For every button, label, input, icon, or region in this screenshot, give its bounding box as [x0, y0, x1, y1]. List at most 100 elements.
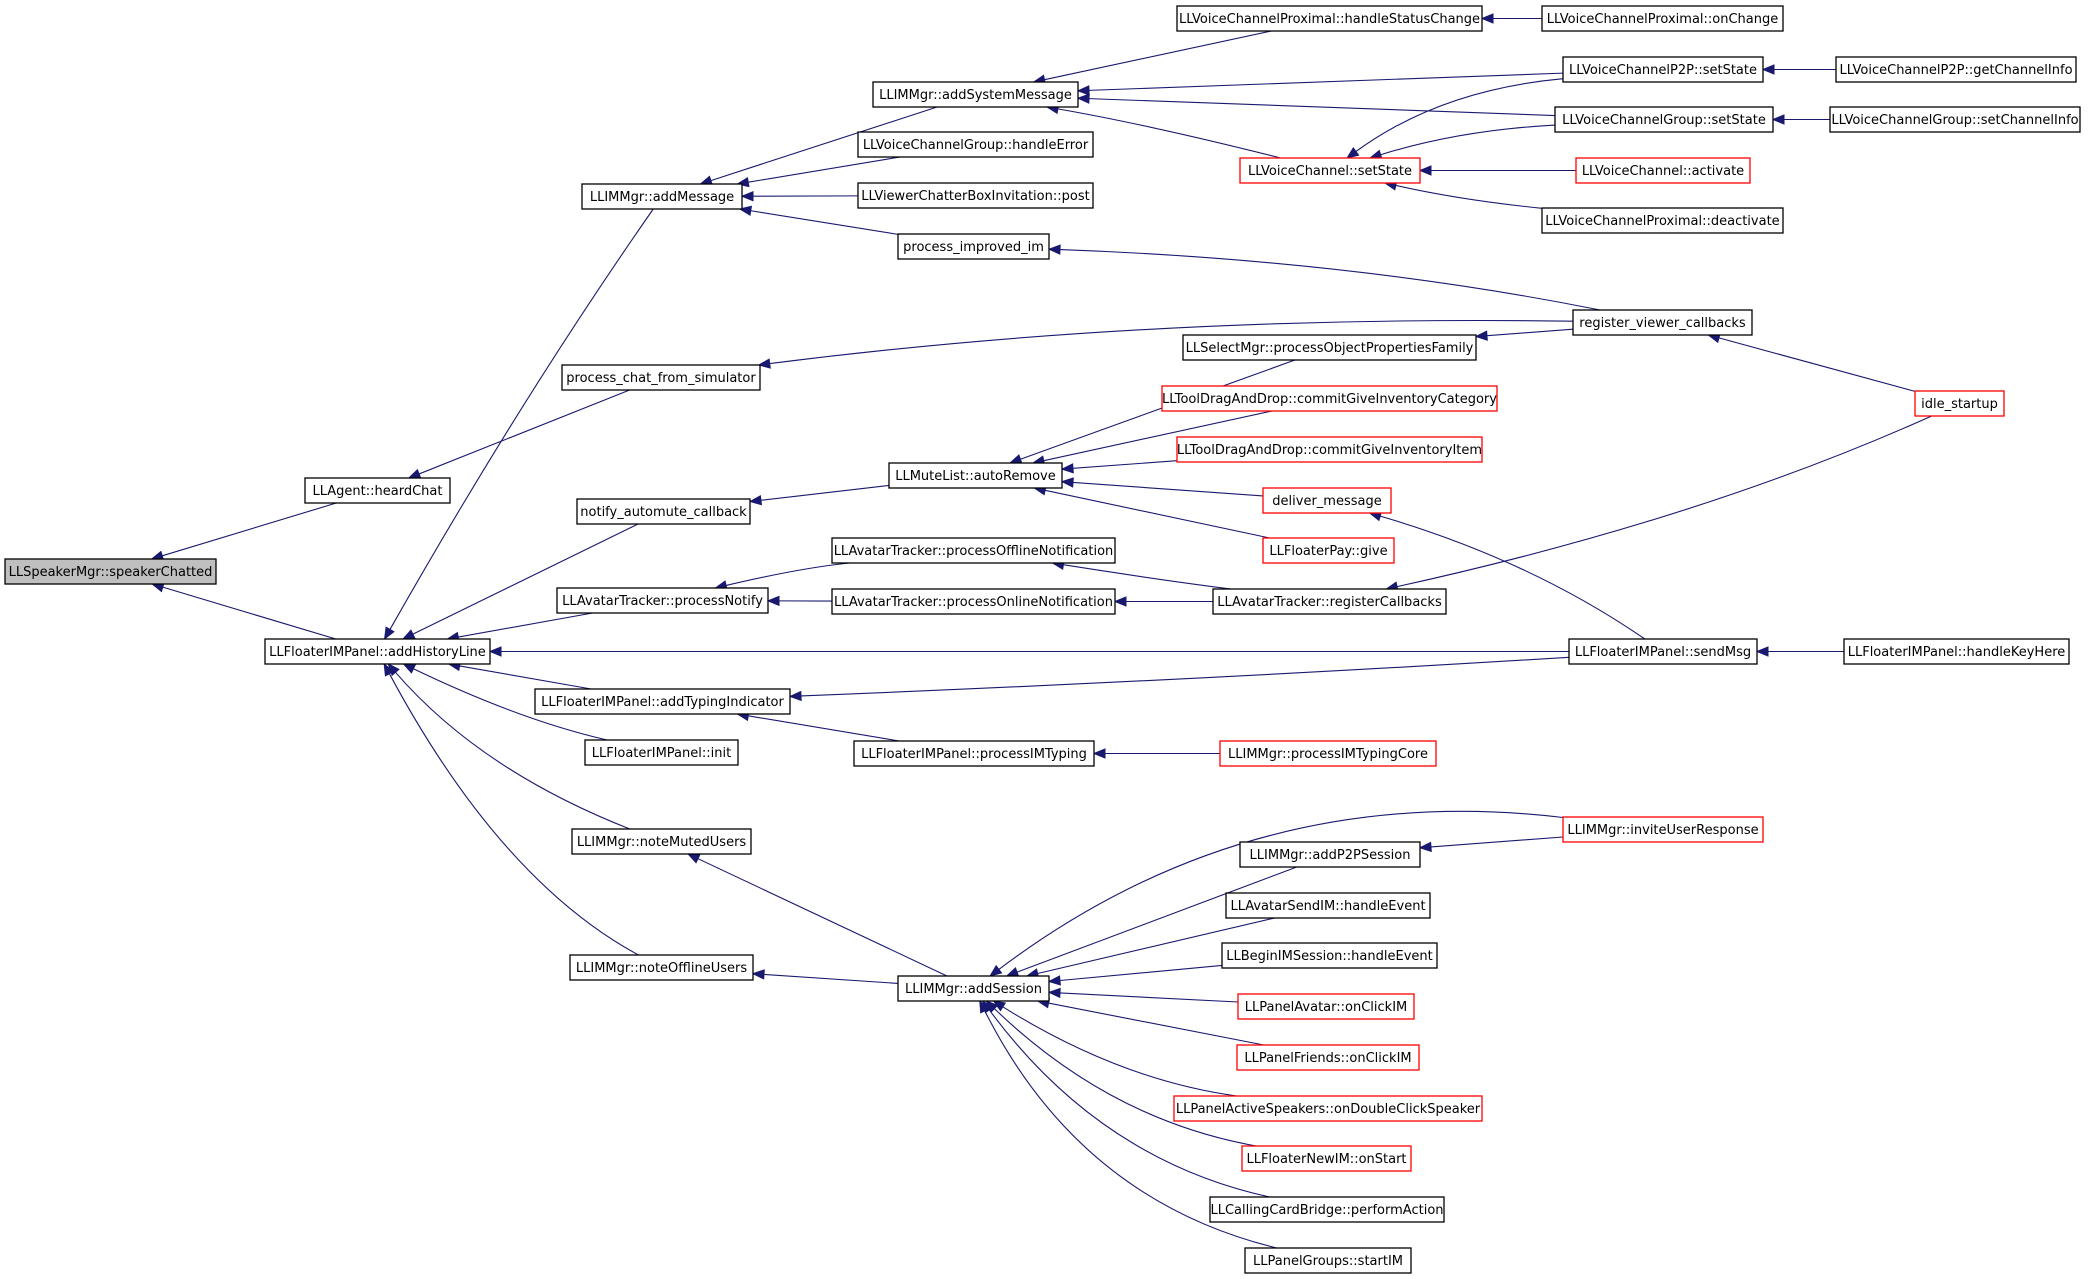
node-idleStartup[interactable]: idle_startup: [1914, 390, 2005, 417]
node-addHistoryLine[interactable]: LLFloaterIMPanel::addHistoryLine: [264, 638, 491, 665]
node-box[interactable]: [1239, 157, 1421, 184]
node-box[interactable]: [1554, 106, 1774, 133]
node-addP2PSession[interactable]: LLIMMgr::addP2PSession: [1239, 841, 1421, 868]
node-box[interactable]: [1541, 207, 1784, 234]
node-box[interactable]: [1182, 334, 1477, 361]
node-vcpHandleStatus[interactable]: LLVoiceChannelProximal::handleStatusChan…: [1176, 5, 1483, 32]
node-dragInvCategory[interactable]: LLToolDragAndDrop::commitGiveInventoryCa…: [1161, 385, 1498, 412]
node-box[interactable]: [1219, 740, 1437, 767]
node-speakerChatted[interactable]: LLSpeakerMgr::speakerChatted: [4, 558, 217, 585]
node-box[interactable]: [1829, 106, 2081, 133]
node-box[interactable]: [1843, 638, 2070, 665]
node-box[interactable]: [1241, 1145, 1412, 1172]
node-box[interactable]: [1562, 56, 1764, 83]
node-box[interactable]: [853, 740, 1095, 767]
node-box[interactable]: [1835, 56, 2077, 83]
node-box[interactable]: [897, 233, 1050, 260]
node-addSession[interactable]: LLIMMgr::addSession: [897, 975, 1050, 1002]
node-activeSpeakers[interactable]: LLPanelActiveSpeakers::onDoubleClickSpea…: [1173, 1095, 1483, 1122]
node-addTypingIndicator[interactable]: LLFloaterIMPanel::addTypingIndicator: [534, 688, 791, 715]
node-vcgSetState[interactable]: LLVoiceChannelGroup::setState: [1554, 106, 1774, 133]
node-selectMgrProps[interactable]: LLSelectMgr::processObjectPropertiesFami…: [1182, 334, 1477, 361]
node-box[interactable]: [1914, 390, 2005, 417]
node-box[interactable]: [1262, 537, 1395, 564]
node-panelInit[interactable]: LLFloaterIMPanel::init: [584, 739, 739, 766]
node-box[interactable]: [1575, 157, 1751, 184]
node-vcActivate[interactable]: LLVoiceChannel::activate: [1575, 157, 1751, 184]
node-box[interactable]: [1236, 1044, 1420, 1071]
node-heardChat[interactable]: LLAgent::heardChat: [304, 477, 451, 504]
node-box[interactable]: [1572, 309, 1753, 336]
node-noteOfflineUsers[interactable]: LLIMMgr::noteOfflineUsers: [569, 954, 754, 981]
node-box[interactable]: [888, 462, 1063, 489]
node-box[interactable]: [1541, 5, 1784, 32]
node-avatarSendIM[interactable]: LLAvatarSendIM::handleEvent: [1225, 892, 1431, 919]
node-noteMutedUsers[interactable]: LLIMMgr::noteMutedUsers: [571, 828, 752, 855]
node-autoRemove[interactable]: LLMuteList::autoRemove: [888, 462, 1063, 489]
node-box[interactable]: [1221, 942, 1438, 969]
node-deliverMessage[interactable]: deliver_message: [1262, 487, 1392, 514]
node-box[interactable]: [857, 131, 1094, 158]
node-processImprovedIm[interactable]: process_improved_im: [897, 233, 1050, 260]
node-box[interactable]: [304, 477, 451, 504]
node-box[interactable]: [4, 558, 217, 585]
node-box[interactable]: [831, 588, 1116, 615]
node-floaterNewIM[interactable]: LLFloaterNewIM::onStart: [1241, 1145, 1412, 1172]
node-box[interactable]: [1161, 385, 1498, 412]
node-processChatFromSim[interactable]: process_chat_from_simulator: [561, 364, 761, 391]
node-addSystemMessage[interactable]: LLIMMgr::addSystemMessage: [872, 81, 1079, 108]
node-dragInvItem[interactable]: LLToolDragAndDrop::commitGiveInventoryIt…: [1176, 436, 1483, 463]
node-vcpOnChange[interactable]: LLVoiceChannelProximal::onChange: [1541, 5, 1784, 32]
node-box[interactable]: [1262, 487, 1392, 514]
node-registerCallbacks[interactable]: LLAvatarTracker::registerCallbacks: [1212, 588, 1447, 615]
node-processIMTyping[interactable]: LLFloaterIMPanel::processIMTyping: [853, 740, 1095, 767]
node-callingCard[interactable]: LLCallingCardBridge::performAction: [1209, 1196, 1445, 1223]
node-processNotify[interactable]: LLAvatarTracker::processNotify: [556, 587, 769, 614]
node-inviteUserResponse[interactable]: LLIMMgr::inviteUserResponse: [1562, 816, 1764, 843]
node-box[interactable]: [556, 587, 769, 614]
node-handleKeyHere[interactable]: LLFloaterIMPanel::handleKeyHere: [1843, 638, 2070, 665]
node-box[interactable]: [576, 498, 751, 525]
node-chatterBoxPost[interactable]: LLViewerChatterBoxInvitation::post: [857, 182, 1094, 209]
node-box[interactable]: [1209, 1196, 1445, 1223]
node-box[interactable]: [584, 739, 739, 766]
node-box[interactable]: [1239, 841, 1421, 868]
node-registerViewerCallbacks[interactable]: register_viewer_callbacks: [1572, 309, 1753, 336]
node-box[interactable]: [1173, 1095, 1483, 1122]
node-box[interactable]: [1212, 588, 1447, 615]
node-box[interactable]: [534, 688, 791, 715]
node-processOffline[interactable]: LLAvatarTracker::processOfflineNotificat…: [831, 537, 1116, 564]
node-floaterPayGive[interactable]: LLFloaterPay::give: [1262, 537, 1395, 564]
node-vcpDeactivate[interactable]: LLVoiceChannelProximal::deactivate: [1541, 207, 1784, 234]
node-box[interactable]: [1568, 638, 1758, 665]
node-sendMsg[interactable]: LLFloaterIMPanel::sendMsg: [1568, 638, 1758, 665]
node-box[interactable]: [569, 954, 754, 981]
node-box[interactable]: [1244, 1247, 1412, 1274]
node-box[interactable]: [264, 638, 491, 665]
node-panelGroupsStartIM[interactable]: LLPanelGroups::startIM: [1244, 1247, 1412, 1274]
node-box[interactable]: [872, 81, 1079, 108]
node-box[interactable]: [897, 975, 1050, 1002]
node-box[interactable]: [1237, 993, 1415, 1020]
node-box[interactable]: [561, 364, 761, 391]
node-vcgSetChannelInfo[interactable]: LLVoiceChannelGroup::setChannelInfo: [1829, 106, 2081, 133]
node-processIMTypingCore[interactable]: LLIMMgr::processIMTypingCore: [1219, 740, 1437, 767]
node-vcp2pSetState[interactable]: LLVoiceChannelP2P::setState: [1562, 56, 1764, 83]
node-box[interactable]: [571, 828, 752, 855]
node-beginIMSession[interactable]: LLBeginIMSession::handleEvent: [1221, 942, 1438, 969]
node-panelFriendsClickIM[interactable]: LLPanelFriends::onClickIM: [1236, 1044, 1420, 1071]
node-box[interactable]: [1176, 436, 1483, 463]
node-notifyAutomute[interactable]: notify_automute_callback: [576, 498, 751, 525]
node-box[interactable]: [1225, 892, 1431, 919]
node-vcp2pGetChannelInfo[interactable]: LLVoiceChannelP2P::getChannelInfo: [1835, 56, 2077, 83]
node-processOnline[interactable]: LLAvatarTracker::processOnlineNotificati…: [831, 588, 1116, 615]
node-box[interactable]: [857, 182, 1094, 209]
node-panelAvatarClickIM[interactable]: LLPanelAvatar::onClickIM: [1237, 993, 1415, 1020]
node-box[interactable]: [581, 183, 743, 210]
node-vcSetState[interactable]: LLVoiceChannel::setState: [1239, 157, 1421, 184]
node-addMessage[interactable]: LLIMMgr::addMessage: [581, 183, 743, 210]
node-box[interactable]: [1562, 816, 1764, 843]
node-box[interactable]: [1176, 5, 1483, 32]
node-box[interactable]: [831, 537, 1116, 564]
node-vcgHandleError[interactable]: LLVoiceChannelGroup::handleError: [857, 131, 1094, 158]
